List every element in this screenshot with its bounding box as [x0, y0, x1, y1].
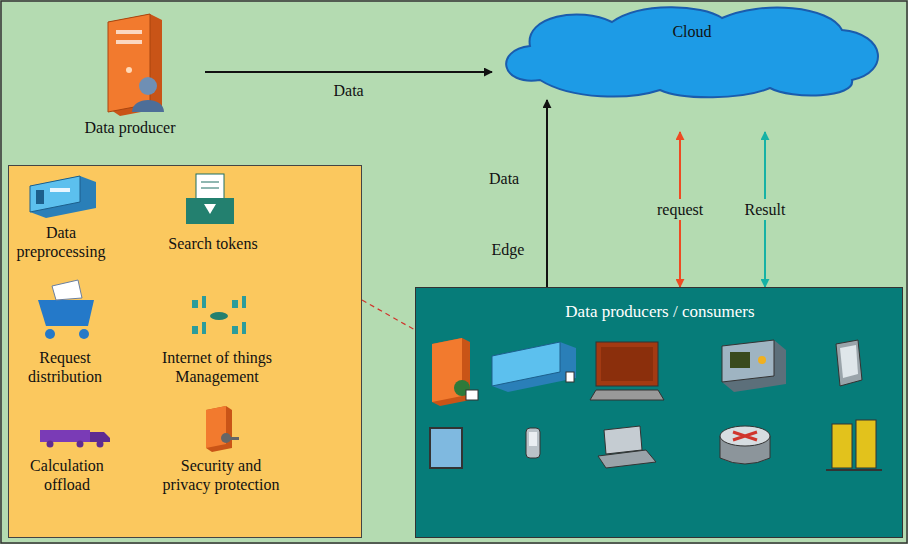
router-icon: [720, 426, 770, 464]
document-tray-icon: [186, 174, 234, 224]
cart-icon: [38, 280, 94, 339]
data-producer: Data producer: [55, 6, 205, 146]
rack-icon: [30, 176, 96, 218]
instrument-icon: [722, 340, 786, 392]
server-icon: [432, 338, 478, 406]
node-text: Data producer: [55, 118, 205, 137]
cloud: Cloud: [492, 4, 886, 100]
node-text: Request distribution: [18, 348, 112, 386]
edge-label: Data: [331, 80, 367, 101]
screen-icon: [430, 428, 462, 468]
iot-icon: [192, 296, 246, 334]
producer-consumer-box: Data producers / consumers: [415, 287, 903, 538]
edge-label: request: [654, 199, 706, 220]
phone-icon: [526, 428, 540, 458]
building-icon: [826, 420, 882, 470]
node-text: Cloud: [652, 22, 732, 41]
node-text: Search tokens: [153, 234, 273, 253]
node-text: Security and privacy protection: [156, 456, 286, 494]
node-text: Data preprocessing: [11, 223, 111, 261]
connector: [362, 300, 415, 330]
node-text: Data producers / consumers: [416, 302, 904, 322]
function-panel: Data preprocessing Search tokensRequest d…: [8, 165, 362, 538]
secure-server-icon: [206, 406, 239, 452]
edge-label: Result: [742, 199, 789, 220]
node-text: Internet of things Management: [142, 348, 292, 386]
edge-label: Data: [486, 168, 522, 189]
laptop-icon: [598, 426, 656, 468]
rack-icon: [492, 342, 576, 392]
truck-icon: [40, 430, 110, 448]
monitor-icon: [590, 342, 664, 400]
connector: [205, 71, 492, 73]
free-label: Edge: [492, 240, 525, 259]
node-text: Calculation offload: [17, 456, 117, 494]
tablet-icon: [836, 340, 862, 386]
connector: [546, 100, 548, 287]
